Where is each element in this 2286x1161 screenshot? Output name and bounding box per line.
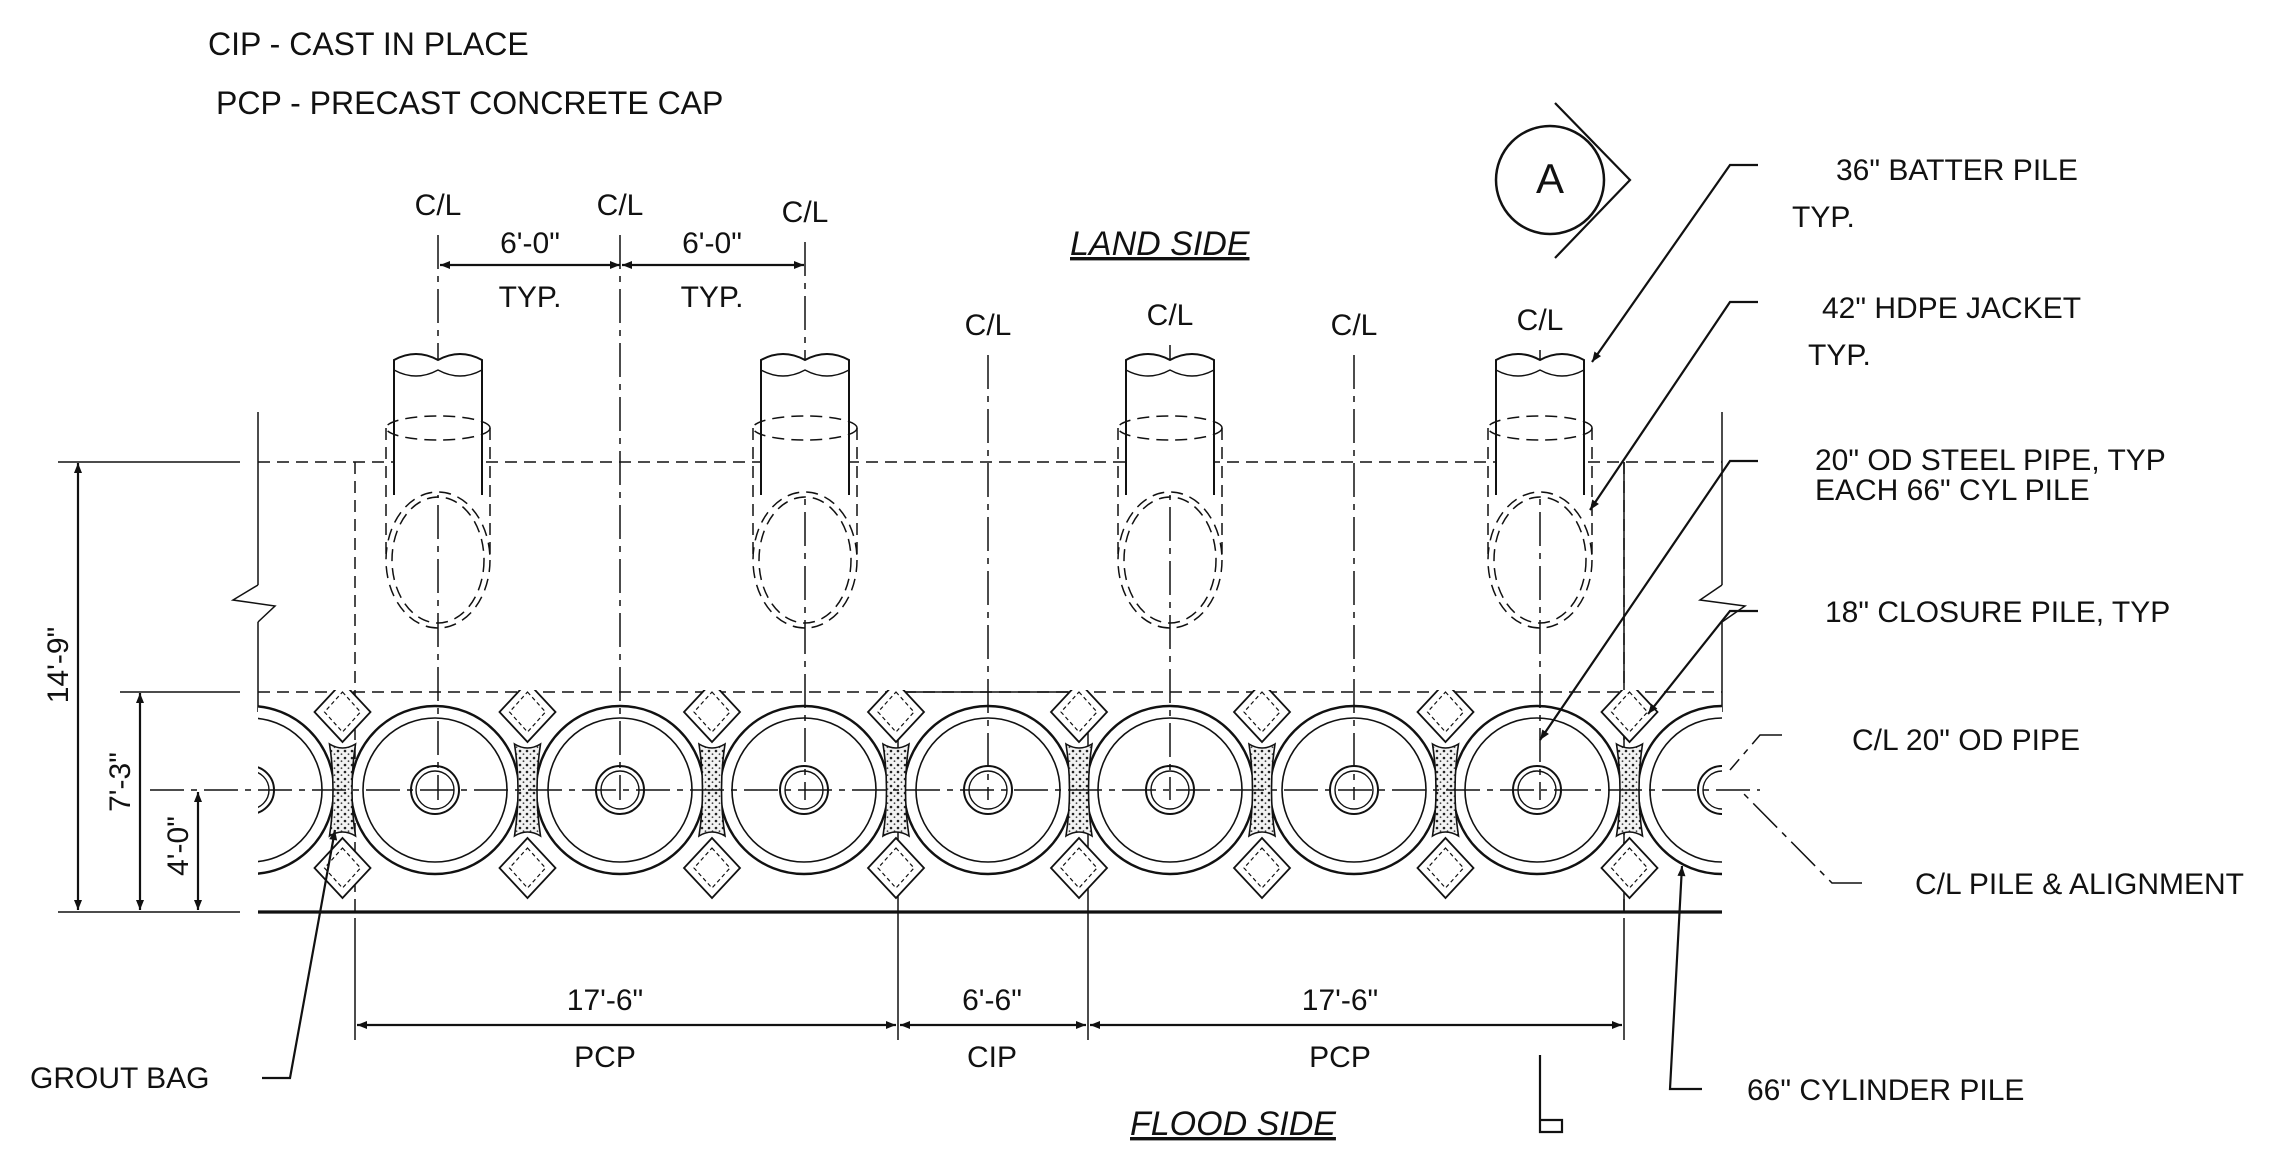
hdpe-jacket (1117, 491, 1223, 629)
height-dimensions: 14'-9" 7'-3" 4'-0" (42, 463, 202, 910)
segment-right-length: 17'-6" (1302, 984, 1378, 1017)
closure-pile (498, 690, 557, 900)
segment-dimensions: 17'-6" PCP 6'-6" CIP 17'-6" PCP (357, 984, 1622, 1074)
batter-pile (1487, 353, 1593, 629)
centerline-label: C/L (1147, 299, 1194, 332)
height-total: 14'-9" (42, 627, 75, 703)
flood-side-title: FLOOD SIDE (1130, 1105, 1336, 1143)
hdpe-jacket (1487, 491, 1593, 629)
wall-outline (58, 412, 1748, 1040)
top-spacing-dimensions: 6'-0" TYP. 6'-0" TYP. (440, 227, 804, 314)
section-marker: A (1494, 102, 1632, 259)
batter-pile (752, 353, 858, 629)
centerline-label: C/L (1517, 304, 1564, 337)
callout-steel-pipe-each: EACH 66" CYL PILE (1815, 474, 2090, 507)
callout-closure-pile: 18" CLOSURE PILE, TYP (1825, 596, 2170, 629)
hdpe-jacket (752, 491, 858, 629)
callout-batter-pile: 36" BATTER PILE (1836, 154, 2078, 187)
segment-left-length: 17'-6" (567, 984, 643, 1017)
callout-cl-pile: C/L PILE & ALIGNMENT (1915, 868, 2244, 901)
top-spacing-1-note: TYP. (499, 281, 562, 314)
height-cap: 7'-3" (104, 752, 137, 812)
top-spacing-2-note: TYP. (681, 281, 744, 314)
centerline-label: C/L (415, 189, 462, 222)
top-spacing-2: 6'-0" (682, 227, 742, 260)
callout-cl-pipe: C/L 20" OD PIPE (1852, 724, 2080, 757)
callout-hdpe-jacket: 42" HDPE JACKET (1822, 292, 2081, 325)
grout-bag (513, 742, 542, 838)
top-spacing-1: 6'-0" (500, 227, 560, 260)
callout-leaders (262, 163, 1862, 1091)
closure-pile (1416, 690, 1475, 900)
legend-pcp: PCP - PRECAST CONCRETE CAP (216, 85, 723, 121)
legend-cip: CIP - CAST IN PLACE (208, 26, 529, 62)
cylinder-pile (1451, 704, 1623, 876)
callout-labels: 36" BATTER PILE TYP. 42" HDPE JACKET TYP… (30, 154, 2244, 1107)
steel-pipe (1697, 765, 1722, 815)
batter-pile (385, 353, 491, 629)
segment-mid-length: 6'-6" (962, 984, 1022, 1017)
hdpe-jacket (385, 491, 491, 629)
segment-left-type: PCP (574, 1041, 636, 1074)
segment-mid-type: CIP (967, 1041, 1017, 1074)
land-side-title: LAND SIDE (1070, 225, 1250, 263)
batter-pile (1117, 353, 1223, 629)
section-marker-label: A (1536, 155, 1564, 202)
centerline-label: C/L (597, 189, 644, 222)
batter-piles: C/L C/L C/L C/L C/L C/L C/L (385, 189, 1593, 800)
closure-pile (866, 690, 926, 900)
grout-bag (1431, 742, 1460, 838)
callout-cylinder-pile: 66" CYLINDER PILE (1747, 1074, 2024, 1107)
callout-batter-pile-typ: TYP. (1792, 201, 1855, 234)
segment-right-type: PCP (1309, 1041, 1371, 1074)
callout-grout-bag: GROUT BAG (30, 1062, 209, 1095)
section-cut-mark (1538, 1055, 1564, 1134)
centerline-label: C/L (782, 196, 829, 229)
centerline-label: C/L (1331, 309, 1378, 342)
callout-steel-pipe: 20" OD STEEL PIPE, TYP (1815, 444, 2166, 477)
callout-hdpe-jacket-typ: TYP. (1808, 339, 1871, 372)
height-cl: 4'-0" (162, 816, 195, 876)
centerline-label: C/L (965, 309, 1012, 342)
